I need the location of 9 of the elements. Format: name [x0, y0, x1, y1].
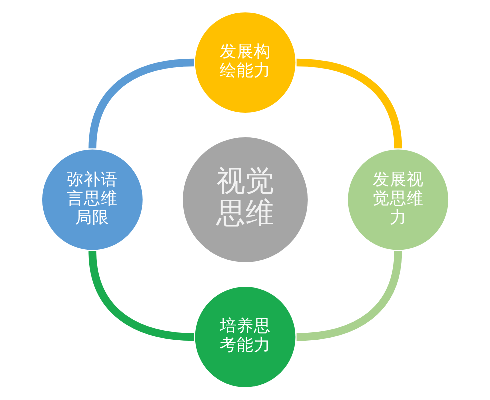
connector	[88, 58, 194, 149]
node-circle: 视觉思维	[182, 138, 308, 262]
connector	[296, 251, 402, 342]
node-circle: 弥补语言思维局限	[42, 150, 142, 250]
node-circle: 发展视觉思维力	[348, 150, 448, 250]
node-circle: 培养思考能力	[194, 287, 296, 388]
connector	[88, 251, 194, 342]
node-circle: 发展构绘能力	[194, 12, 296, 113]
connector	[296, 58, 402, 149]
